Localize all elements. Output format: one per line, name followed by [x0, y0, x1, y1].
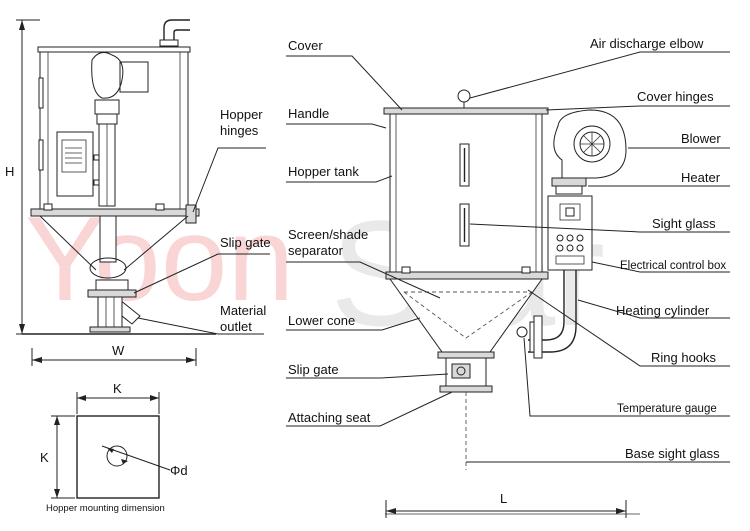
right-ring-handle — [457, 89, 471, 103]
left-control-box — [56, 131, 94, 197]
label-attaching-seat: Attaching seat — [288, 410, 371, 425]
right-hopper-drawing — [383, 89, 640, 515]
right-hopper-tank — [389, 113, 543, 273]
label-slip-gate-left: Slip gate — [220, 235, 271, 250]
left-top-cap — [37, 46, 191, 53]
left-dimensions: H W — [5, 19, 197, 366]
mounting-plate — [76, 415, 160, 499]
label-slip-gate-right: Slip gate — [288, 362, 339, 377]
label-hopper-hinges-1: Hopper — [220, 107, 263, 122]
dim-height-label: H — [5, 164, 14, 179]
right-cover — [383, 107, 549, 115]
mounting-hole — [106, 445, 128, 467]
label-material-outlet-1: Material — [220, 303, 266, 318]
mounting-caption: Hopper mounting dimension — [46, 503, 165, 514]
right-ring-hook — [516, 326, 528, 338]
dim-l-label: L — [500, 491, 507, 506]
right-control-box — [547, 195, 593, 271]
right-screen-separator — [403, 291, 533, 339]
label-heater: Heater — [681, 170, 721, 185]
right-heating-cylinder — [528, 270, 565, 341]
label-air-discharge-elbow: Air discharge elbow — [590, 36, 704, 51]
left-slip-gate — [87, 289, 137, 298]
label-screen-shade: Screen/shade — [288, 227, 368, 242]
left-callouts: Hopper hinges Slip gate Material outlet — [133, 107, 271, 335]
right-attaching-seat — [439, 385, 493, 393]
label-hopper-hinges-2: hinges — [220, 123, 259, 138]
label-temperature-gauge: Temperature gauge — [617, 403, 717, 415]
label-cover-hinges: Cover hinges — [637, 89, 714, 104]
mounting-k-side: K — [40, 450, 49, 465]
label-blower: Blower — [681, 131, 721, 146]
label-ring-hooks: Ring hooks — [651, 350, 717, 365]
label-electrical-control-box: Electrical control box — [620, 260, 726, 272]
left-hopper-drawing — [22, 19, 216, 335]
label-material-outlet-2: outlet — [220, 319, 252, 334]
label-heating-cylinder: Heating cylinder — [616, 303, 710, 318]
label-hopper-tank: Hopper tank — [288, 164, 359, 179]
right-heater — [551, 177, 587, 187]
mounting-k-top: K — [113, 381, 122, 396]
label-sight-glass: Sight glass — [652, 216, 716, 231]
left-flange-ring — [30, 208, 200, 217]
label-base-sight-glass: Base sight glass — [625, 446, 720, 461]
right-slip-gate — [437, 351, 495, 359]
dim-width-label: W — [112, 343, 125, 358]
label-lower-cone: Lower cone — [288, 313, 355, 328]
label-cover: Cover — [288, 38, 323, 53]
mounting-inset: Φd K K Hopper mounting dimension — [40, 381, 188, 514]
right-callouts-left: Cover Handle Hopper tank Screen/shade se… — [286, 38, 453, 427]
right-callouts-right: Air discharge elbow Cover hinges Blower … — [466, 36, 730, 463]
left-blower — [119, 61, 149, 93]
label-handle: Handle — [288, 106, 329, 121]
label-separator: separator — [288, 243, 344, 258]
right-dimension-l: L — [385, 491, 627, 518]
left-hopper-hinge — [185, 204, 197, 224]
mounting-diameter-label: Φd — [170, 463, 188, 478]
